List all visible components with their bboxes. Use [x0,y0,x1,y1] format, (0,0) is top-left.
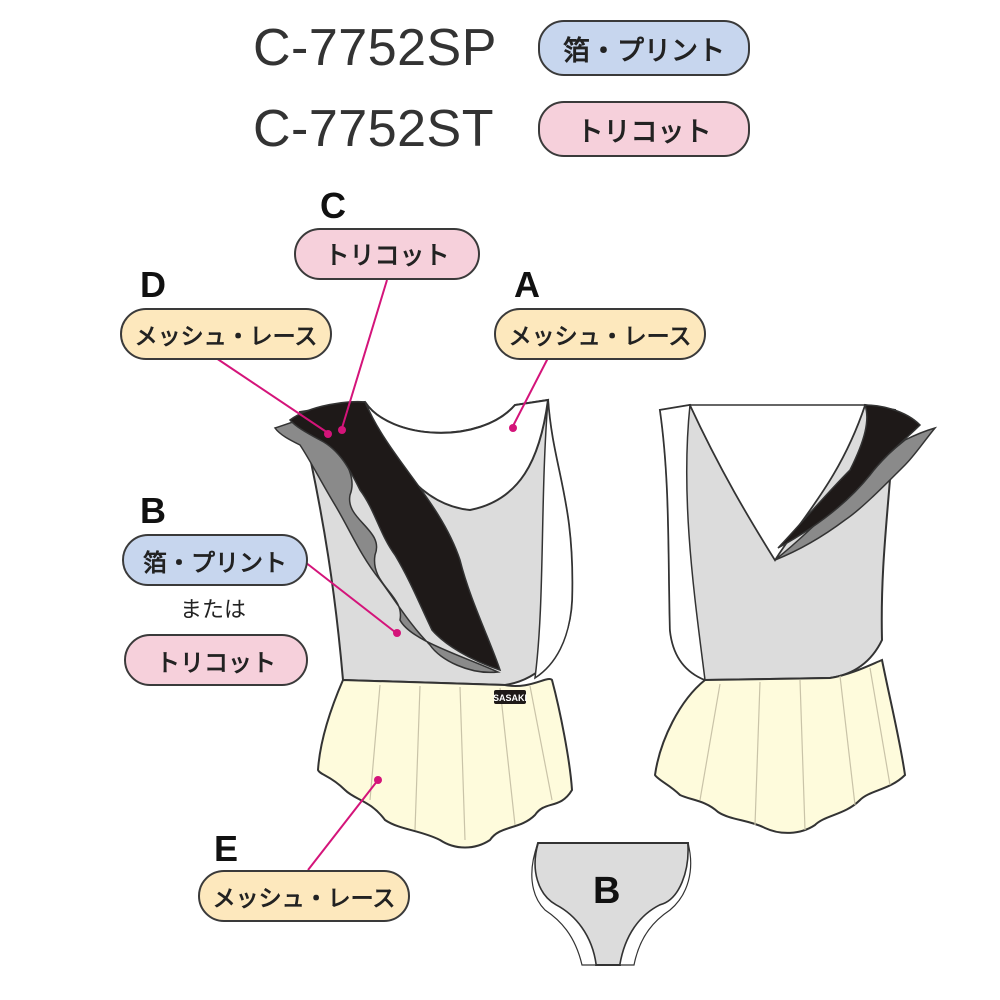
part-letter-c: C [320,185,346,226]
briefs-right-leg [619,842,692,966]
part-label-d: メッシュ・レース [120,308,332,360]
part-letter-d: D [140,264,166,305]
part-label-e: メッシュ・レース [198,870,410,922]
front-side-panel [534,399,574,680]
part-label-c: トリコット [294,228,480,280]
front-leotard: SASAKI [273,398,574,849]
leader-lines [215,279,549,871]
briefs-left-leg [531,842,597,966]
back-skirt [653,658,907,834]
model-code-sp: C-7752SP [253,19,497,77]
part-b-or-text: または [180,598,247,623]
model-code-st: C-7752ST [253,100,494,158]
ruffle-d-gray [273,415,501,674]
back-skirt-pleats [699,667,891,831]
leader-dots [324,424,517,784]
briefs-letter-b: B [593,870,621,912]
back-side-panel [659,404,706,682]
leader-dot-a [509,424,517,432]
part-label-a: メッシュ・レース [494,308,706,360]
leader-line-b [304,561,396,633]
briefs [531,842,692,966]
model-material-sp: 箔・プリント [538,20,750,76]
part-label-b-tricot: トリコット [124,634,308,686]
model-material-st: トリコット [538,101,750,157]
leader-line-e [307,779,379,871]
back-ruffle-black [777,404,922,549]
leader-line-a [512,357,549,427]
leader-dot-c [338,426,346,434]
part-label-b-foil: 箔・プリント [122,534,308,586]
part-letter-b: B [140,490,166,531]
leader-line-c [341,279,388,429]
front-skirt-pleats [369,684,553,841]
part-letter-a: A [514,264,540,305]
leader-line-d [215,357,329,434]
leader-dot-b [393,629,401,637]
leader-dot-e [374,776,382,784]
back-leotard [653,403,938,834]
ruffle-c-black [288,400,502,672]
leader-dot-d [324,430,332,438]
brand-tag [494,690,526,704]
part-letter-e: E [214,828,239,869]
front-skirt [316,677,574,849]
brand-tag-text: SASAKI [493,693,527,703]
